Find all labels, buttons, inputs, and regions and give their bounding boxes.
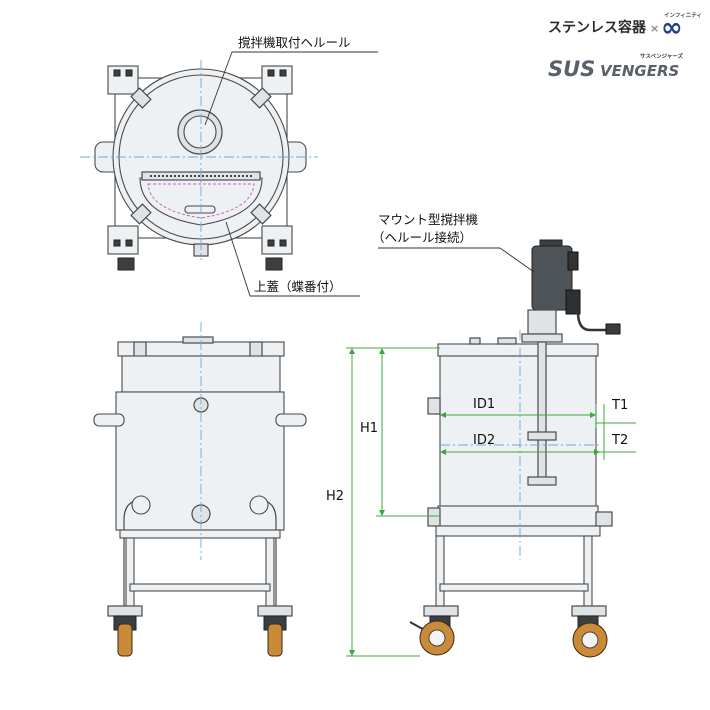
brand-cross: × [650, 22, 659, 35]
dim-id2: ID2 [473, 433, 495, 448]
logo-sus: SUS [548, 57, 595, 81]
corner-brackets [107, 65, 293, 255]
dim-t1: T1 [611, 398, 628, 413]
front-view [93, 322, 307, 657]
side-lid [437, 343, 599, 357]
label-mount-agitator-line1: マウント型撹拌機 [378, 212, 479, 227]
lid-handle [184, 205, 216, 214]
infinity-icon: ∞ [661, 13, 683, 43]
dimension-lines [346, 347, 636, 657]
dim-t2: T2 [611, 433, 628, 448]
dim-h1: H1 [360, 421, 378, 436]
motor-mount [527, 309, 557, 335]
label-mount-agitator-line2: （ヘルール接続） [372, 230, 472, 245]
impeller-upper [527, 431, 557, 441]
side-tank-body [439, 355, 597, 519]
brand-infinity-small: インフィニティ [664, 12, 702, 19]
front-left-wheel [117, 623, 133, 657]
brand-line1: ステンレス容器 [548, 19, 647, 36]
dim-id1: ID1 [473, 397, 495, 412]
top-view [80, 60, 318, 271]
agitator-shaft [537, 341, 547, 485]
front-right-wheel [267, 623, 283, 657]
brand-logo: ステンレス容器 × インフィニティ ∞ サスペンジャーズ SUS VENGERS [548, 12, 702, 81]
impeller-lower [527, 476, 557, 486]
brand-subtitle-small: サスペンジャーズ [640, 52, 683, 60]
dim-h2: H2 [326, 489, 344, 504]
label-agitator-mount: 撹拌機取付ヘルール [238, 35, 351, 50]
side-view [409, 239, 621, 658]
logo-vengers: VENGERS [600, 62, 679, 80]
label-lid: 上蓋（蝶番付） [254, 279, 342, 294]
